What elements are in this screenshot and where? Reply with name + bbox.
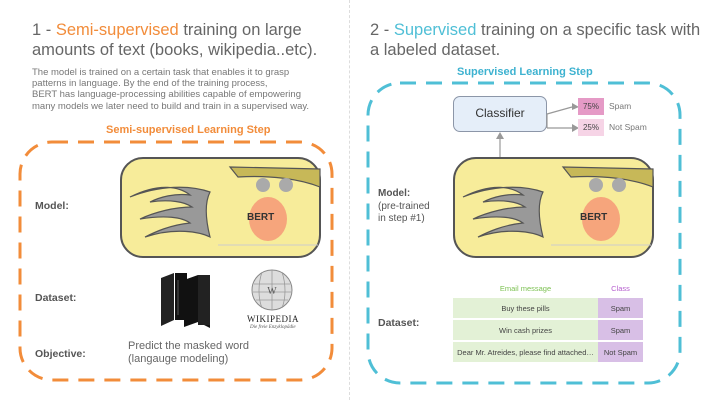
objective-label: Objective: (35, 348, 86, 360)
left-heading-rest: training on large amounts of text (books… (32, 21, 318, 59)
left-eye (589, 178, 603, 192)
bert-nose (582, 197, 620, 241)
description-line: many models we later need to build and t… (32, 100, 310, 112)
model-label-line: in step #1) (378, 213, 425, 224)
model-label-right: Model: (pre-trained in step #1) (378, 188, 430, 226)
wikipedia-title: Wikipedia (247, 314, 299, 324)
flow-arrows (496, 103, 579, 157)
email-cell: Buy these pills (453, 298, 598, 318)
left-eye (256, 178, 270, 192)
class-cell: Not Spam (598, 342, 643, 362)
left-description: The model is trained on a certain task t… (32, 67, 342, 112)
table-row: Buy these pills Spam (453, 298, 643, 318)
model-label-line: (pre-trained (378, 200, 430, 212)
dataset-table: Email message Class Buy these pills Spam… (453, 278, 643, 364)
description-line: The model is trained on a certain task t… (32, 67, 290, 78)
not-spam-probability: 25% (578, 119, 604, 136)
column-header-email: Email message (499, 283, 552, 293)
objective-line: Predict the masked word (128, 340, 250, 352)
right-heading-rest: training on a specific task with a label… (370, 21, 701, 59)
bert-pretrained-illustration (453, 157, 654, 258)
left-heading-highlight: Semi-supervised (55, 21, 179, 39)
model-label-line: Model: (378, 188, 411, 199)
bert-nose (249, 197, 287, 241)
bert-model-illustration (120, 157, 321, 258)
description-line: BERT has language-processing abilities c… (32, 89, 301, 101)
class-cell: Spam (598, 298, 643, 318)
svg-text:W: W (267, 286, 277, 297)
books-icon (161, 273, 210, 328)
not-spam-output-label: Not Spam (609, 122, 647, 132)
description-line: patterns in language. By the end of the … (32, 78, 268, 90)
flames-icon (462, 186, 544, 239)
class-cell: Spam (598, 320, 643, 340)
column-header-class: Class (611, 283, 630, 293)
table-row: Win cash prizes Spam (453, 320, 643, 340)
objective-line: (langauge modeling) (128, 353, 229, 365)
table-row: Dear Mr. Atreides, please find attached…… (453, 342, 643, 362)
spam-probability: 75% (578, 98, 604, 115)
spam-output-label: Spam (609, 101, 632, 111)
supervised-step-box (366, 81, 682, 385)
bert-name-right: BERT (580, 212, 608, 223)
left-heading: 1 - Semi-supervised training on large am… (32, 20, 342, 60)
right-heading-highlight: Supervised (393, 21, 477, 39)
wikipedia-subtitle: Die freie Enzyklopädie (250, 325, 296, 330)
wikipedia-globe-icon: W (251, 269, 293, 311)
right-eye (612, 178, 626, 192)
dataset-label-left: Dataset: (35, 292, 77, 304)
bert-name-left: BERT (247, 212, 275, 223)
panel-divider (349, 0, 350, 400)
supervised-step-title: Supervised Learning Step (457, 66, 593, 78)
flames-icon (129, 186, 211, 239)
right-heading-prefix: 2 - (370, 21, 394, 39)
email-cell: Win cash prizes (453, 320, 598, 340)
left-heading-prefix: 1 - (32, 21, 56, 39)
right-heading: 2 - Supervised training on a specific ta… (370, 20, 710, 60)
objective-text: Predict the masked word (langauge modeli… (128, 340, 249, 366)
email-cell: Dear Mr. Atreides, please find attached… (453, 342, 598, 362)
semi-supervised-step-title: Semi-supervised Learning Step (106, 124, 271, 136)
model-label: Model: (35, 200, 69, 212)
classifier-box: Classifier (453, 96, 547, 132)
right-eye (279, 178, 293, 192)
table-header-row: Email message Class (453, 280, 643, 296)
dataset-label-right: Dataset: (378, 317, 420, 329)
